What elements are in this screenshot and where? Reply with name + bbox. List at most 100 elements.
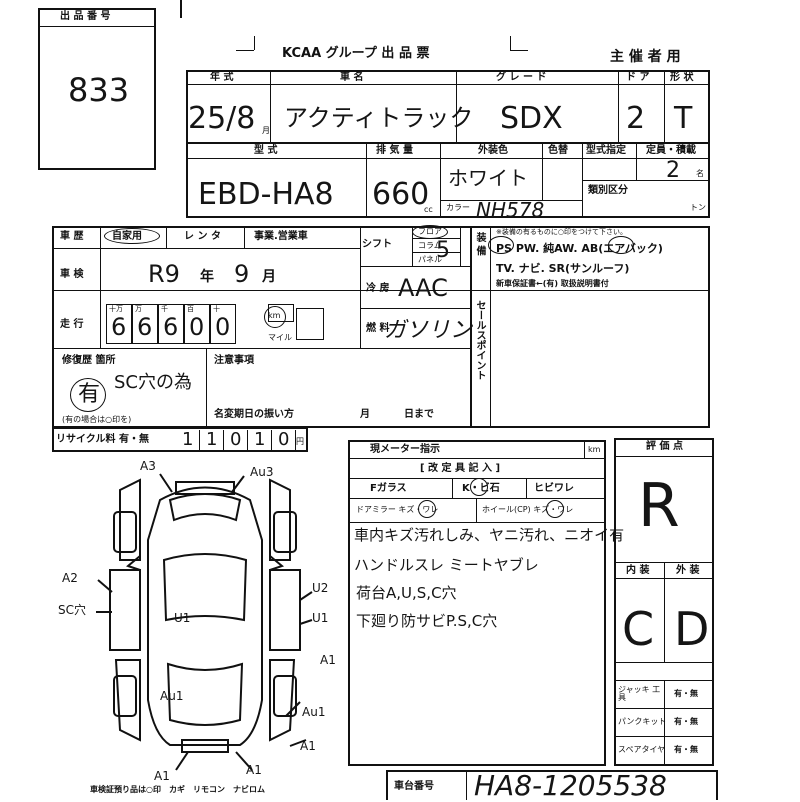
lot-number-box [38,8,156,170]
inspection-era: R9 [148,260,180,288]
usage-label: 車 歴 [60,231,84,242]
fuel-value: ガソリン [384,318,473,343]
puncture-value: 有・無 [674,717,698,726]
chassis-value: HA8-1205538 [474,769,667,802]
mark-a3: A3 [140,459,156,473]
mark-u2: U2 [312,581,329,595]
chip-circle [470,478,488,496]
model-value: EBD-HA8 [198,177,334,212]
recycle-box [52,428,308,452]
equipment-ps-circle [488,236,514,254]
cooling-label: 冷 房 [366,283,390,294]
grade-value: R [638,471,680,541]
mileage-digit: 0 [189,313,205,341]
shift-label: シフト [362,239,392,250]
chassis-box [386,770,718,800]
usage-option-rental: レ ン タ [184,231,221,242]
comment-3: 荷台A,U,S,C穴 [356,584,457,602]
mileage-label: 走 行 [60,319,84,330]
exterior-value: D [674,602,710,656]
usage-option-business: 事業.営業車 [254,231,308,242]
mileage-unit-label: 万 [135,305,142,313]
inspection-month: 9 [234,260,250,288]
persons-unit: 名 [696,169,704,178]
spare-value: 有・無 [674,745,698,754]
crack-item: ヒビワレ [534,483,574,494]
vehicle-info-table [186,70,710,218]
mileage-km-circle [264,306,286,328]
sales-point-label: セールスポイント [474,300,485,380]
doors-label: ド ア [626,72,650,83]
shift-value: 5 [436,238,450,263]
repair-footnote: (有の場合は○印を) [62,415,132,424]
mark-au3: Au3 [250,465,274,479]
mileage-unit-label: 百 [187,305,194,313]
category-label: 類別区分 [588,185,628,196]
year-value: 25/8 [188,101,256,136]
mirror-item: ドアミラー キズ・ワレ [356,505,439,514]
grade-label: グ レ ー ド [496,72,547,83]
equipment-label: 装 備 [474,232,485,256]
cc-value: 660 [372,177,430,212]
recycle-digit: 0 [278,429,290,450]
recycle-digit: 1 [254,429,266,450]
recycle-digit-cell: 0 [224,430,248,450]
equipment-ab-circle [608,236,634,254]
history-table [52,226,710,428]
grade-value: SDX [500,101,563,136]
recycle-unit: 円 [296,437,304,446]
mark-u1-right: U1 [312,611,329,625]
repair-label: 修復歴 箇所 [62,355,116,366]
year-label: 年 式 [210,72,234,83]
cooling-value: AAC [398,274,448,302]
year-month-unit: 月 [262,126,270,135]
recycle-digit-cell: 1 [200,430,224,450]
transfer-label: 名変期日の振い方 [214,409,294,420]
mileage-mile-label: マイル [268,333,292,342]
mileage-digit: 0 [215,313,231,341]
color-code-label: カラー [446,203,470,212]
mileage-km-label: km [268,311,281,320]
equipment-line-1: PS PW. 純AW. AB(エアバック) [496,242,663,255]
glass-item: Fガラス [370,483,407,494]
interior-value: C [622,602,655,656]
wheel-circle [546,500,564,518]
doors-value: 2 [626,101,646,136]
notes-label: 注意事項 [214,355,254,366]
lot-number: 833 [68,71,130,109]
puncture-label: パンクキット [618,717,667,726]
jack-label: ジャッキ 工 具 [618,685,661,702]
cc-label: 排 気 量 [376,145,413,156]
repair-circle [70,378,106,412]
inspection-year-unit: 年 [200,269,214,285]
transfer-month: 月 [360,409,370,420]
meter-unit: km [588,445,601,454]
meter-label: 現メーター指示 [370,444,440,455]
color-value: ホワイト [448,166,528,190]
capacity-value: 2 [666,158,680,183]
recycle-digit-cell: 0 [272,430,296,450]
comment-2: ハンドルスレ ミートヤブレ [354,556,539,574]
spare-label: スペアタイヤ [618,745,666,754]
mileage-digit: 6 [163,313,179,341]
mark-a1-bottom-right: A1 [246,763,262,777]
wheel-item: ホイール(CP) キズ・ワレ [482,505,574,514]
mark-au1: Au1 [302,705,326,719]
mirror-circle [418,500,436,518]
color-label: 外装色 [478,145,508,156]
ton-unit: トン [690,203,706,212]
fix-header: [ 改 定 具 記 入 ] [420,463,501,474]
repair-note: SC穴の為 [114,372,192,393]
usage-selected-circle [104,228,160,244]
transfer-day: 日まで [404,409,434,420]
model-designation-label: 型式指定 [586,145,626,156]
mileage-digit: 6 [137,313,153,341]
shape-label: 形 状 [670,72,694,83]
name-label: 車 名 [340,72,364,83]
recycle-label: リサイクル料 有・無 [56,434,149,445]
lot-number-label: 出 品 番 号 [60,11,111,22]
fuel-label: 燃 料 [366,323,390,334]
